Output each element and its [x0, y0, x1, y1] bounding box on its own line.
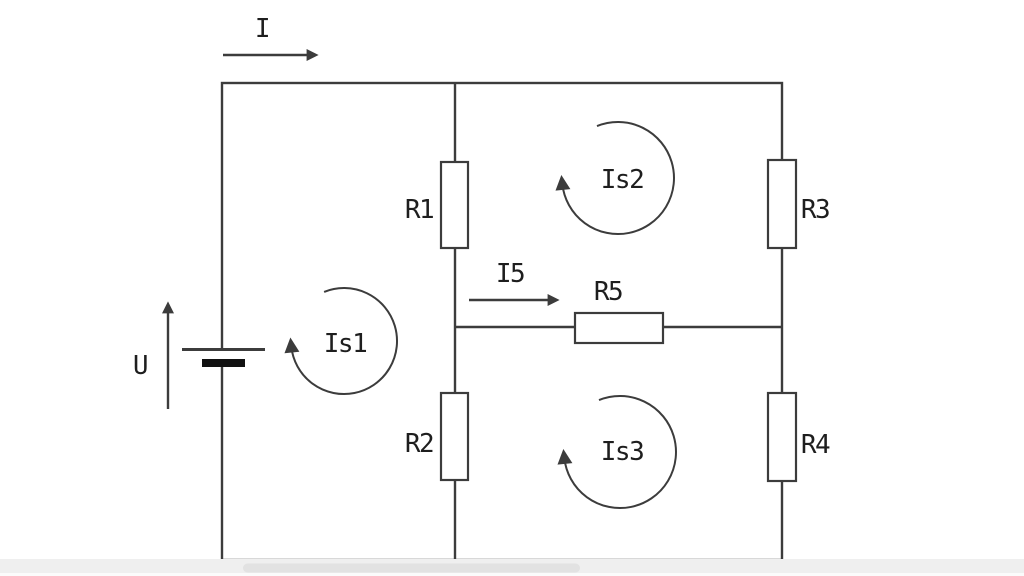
- mesh-loop-is1-icon: [284, 287, 398, 396]
- resistor-r1-label: R1: [405, 195, 433, 225]
- total-current-label: I: [255, 14, 269, 44]
- mesh-loop-is3-icon: [557, 395, 677, 510]
- resistor-r2-label: R2: [405, 429, 433, 459]
- battery-icon: [182, 348, 265, 367]
- battery-short-plate: [202, 359, 245, 367]
- resistor-r1-body: [439, 160, 470, 250]
- source-voltage-label: U: [133, 351, 147, 381]
- resistor-r2-body: [439, 391, 470, 482]
- resistor-r3-label: R3: [801, 195, 829, 225]
- resistor-r4-label: R4: [801, 430, 830, 460]
- mesh-current-is1-label: Is1: [324, 329, 366, 359]
- mesh-current-is3-label: Is3: [601, 437, 643, 467]
- mesh-loop-is2-icon: [555, 121, 675, 236]
- mesh-current-is2-label: Is2: [601, 165, 643, 195]
- resistor-r3-body: [766, 158, 798, 250]
- resistor-r4-body: [766, 391, 798, 483]
- branch-current-label: I5: [496, 259, 524, 289]
- page-bottom-edge: [0, 573, 1024, 576]
- resistor-r5-body: [573, 311, 665, 345]
- scrollbar-thumb[interactable]: [243, 563, 580, 573]
- resistor-r5-label: R5: [594, 277, 622, 307]
